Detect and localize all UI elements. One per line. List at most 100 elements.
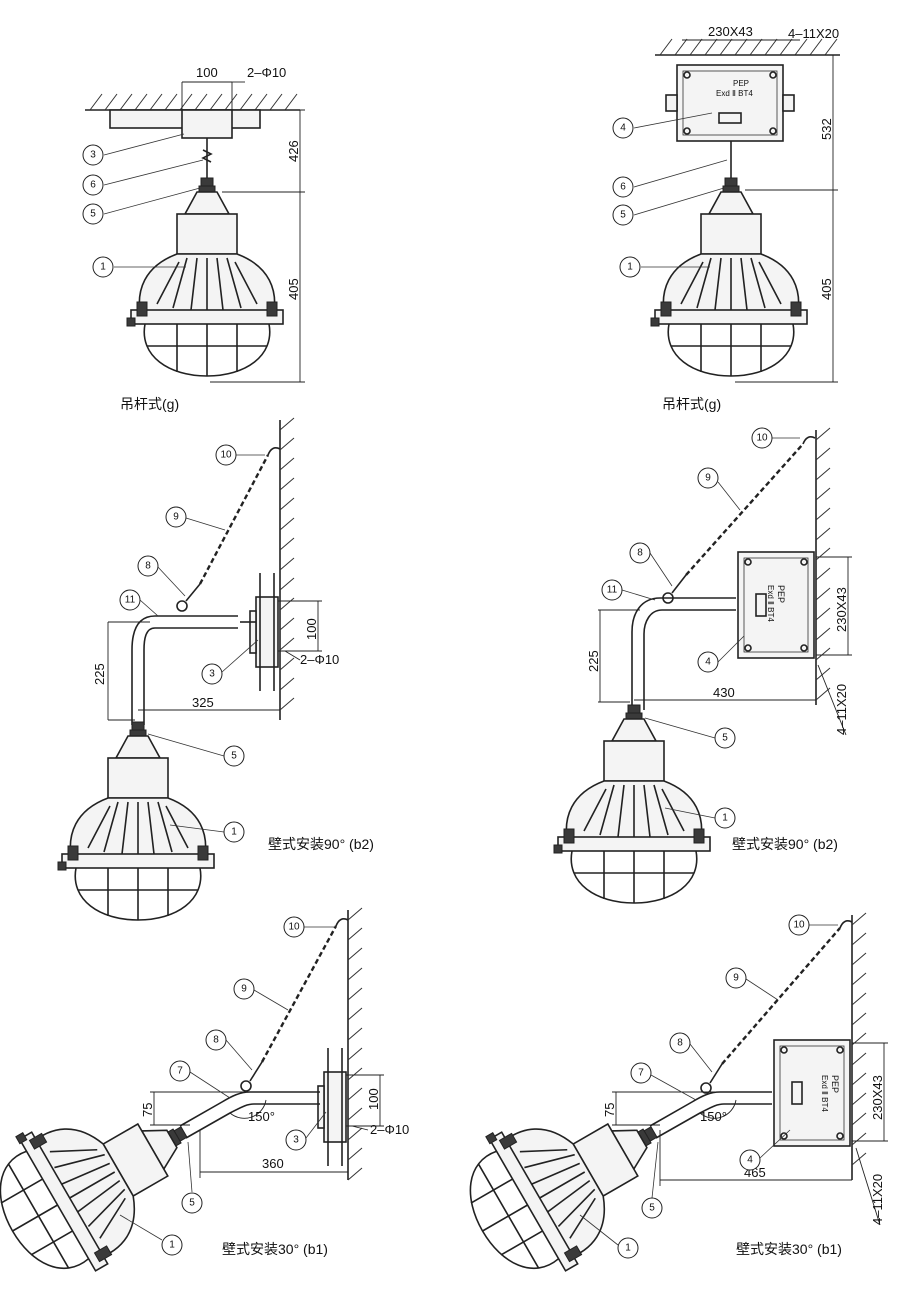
mounting-plate xyxy=(181,109,233,139)
svg-text:5: 5 xyxy=(189,1198,195,1209)
dim-225: 225 xyxy=(586,609,640,703)
svg-text:9: 9 xyxy=(733,973,739,984)
svg-text:5: 5 xyxy=(90,209,96,220)
wall-plate xyxy=(249,572,279,692)
figure-wall-90-right: PEP Exd Ⅱ BT4 225 430 230X43 4–11X20 10 xyxy=(553,427,852,904)
callout-8: 8 xyxy=(669,1032,713,1073)
dim-532: 532 xyxy=(745,54,838,191)
svg-text:1: 1 xyxy=(722,813,728,824)
svg-text:430: 430 xyxy=(713,685,735,700)
dim-426: 426 xyxy=(222,109,305,193)
svg-text:426: 426 xyxy=(286,140,301,162)
svg-text:100: 100 xyxy=(366,1088,381,1110)
svg-text:405: 405 xyxy=(286,278,301,300)
dim-325: 325 xyxy=(138,695,280,711)
svg-text:8: 8 xyxy=(213,1035,219,1046)
callout-1: 1 xyxy=(119,1214,183,1256)
callout-1: 1 xyxy=(619,256,710,278)
dim-holes: 2–Φ10 xyxy=(232,65,286,83)
figure-wall-90-left: 225 325 100 2–Φ10 10 9 8 11 3 5 1 壁式安装90… xyxy=(57,417,374,921)
svg-text:3: 3 xyxy=(209,669,215,680)
svg-text:1: 1 xyxy=(100,262,106,273)
dim-75: 75 xyxy=(140,1091,250,1126)
callout-6: 6 xyxy=(82,159,204,196)
callout-1: 1 xyxy=(664,807,736,829)
dim-holes: 4–11X20 xyxy=(855,1147,885,1226)
svg-text:225: 225 xyxy=(586,650,601,672)
svg-text:11: 11 xyxy=(607,585,618,596)
box-marking: PEP Exd Ⅱ BT4 xyxy=(820,1075,840,1112)
svg-text:1: 1 xyxy=(627,262,633,273)
angle-arc: 150° xyxy=(699,1099,737,1124)
box-marking: PEP Exd Ⅱ BT4 xyxy=(766,585,786,622)
caption: 吊杆式(g) xyxy=(120,396,179,412)
dim-360: 360 xyxy=(199,1130,348,1178)
svg-text:230X43: 230X43 xyxy=(834,587,849,632)
svg-text:PEP: PEP xyxy=(776,585,786,603)
svg-text:10: 10 xyxy=(793,920,805,931)
svg-text:8: 8 xyxy=(145,561,151,572)
svg-text:8: 8 xyxy=(677,1038,683,1049)
dim-box: 230X43 xyxy=(816,556,852,656)
svg-text:150°: 150° xyxy=(700,1109,727,1124)
svg-text:10: 10 xyxy=(288,922,300,933)
ceiling-hatch xyxy=(85,93,300,111)
lamp-body xyxy=(553,704,711,904)
svg-text:100: 100 xyxy=(196,65,218,80)
dim-405: 405 xyxy=(735,190,838,383)
callout-3: 3 xyxy=(201,639,259,685)
lamp-body xyxy=(0,1061,223,1291)
callout-3: 3 xyxy=(82,133,185,166)
dim-holes: 4–11X20 xyxy=(782,26,839,41)
svg-text:2–Φ10: 2–Φ10 xyxy=(370,1122,409,1137)
svg-text:100: 100 xyxy=(304,618,319,640)
callout-10: 10 xyxy=(751,427,800,449)
callout-5: 5 xyxy=(147,733,245,767)
svg-text:8: 8 xyxy=(637,548,643,559)
dim-box: 230X43 xyxy=(682,24,782,41)
callout-10: 10 xyxy=(215,444,265,466)
callout-8: 8 xyxy=(205,1029,253,1071)
wall-hatch xyxy=(279,417,295,720)
callout-1: 1 xyxy=(579,1214,639,1259)
dim-405: 405 xyxy=(210,192,305,383)
svg-text:3: 3 xyxy=(293,1135,299,1146)
svg-text:9: 9 xyxy=(705,473,711,484)
callout-11: 11 xyxy=(119,589,159,617)
svg-text:1: 1 xyxy=(169,1240,175,1251)
lamp-body xyxy=(650,177,808,377)
wall-hatch xyxy=(347,907,363,1181)
caption: 壁式安装30° (b1) xyxy=(736,1241,842,1257)
figure-wall-30-right: PEP Exd Ⅱ BT4 150° 75 465 230X43 xyxy=(441,912,888,1291)
figure-pendant-right: PEP Exd Ⅱ BT4 230X43 4–11X20 532 405 4 6… xyxy=(612,24,840,412)
lamp-body xyxy=(126,177,284,377)
svg-text:360: 360 xyxy=(262,1156,284,1171)
callout-4: 4 xyxy=(739,1129,791,1171)
svg-text:2–Φ10: 2–Φ10 xyxy=(247,65,286,80)
svg-text:1: 1 xyxy=(625,1243,631,1254)
svg-text:5: 5 xyxy=(722,733,728,744)
svg-text:1: 1 xyxy=(231,827,237,838)
callout-5: 5 xyxy=(82,187,201,225)
dim-465: 465 xyxy=(659,1130,852,1186)
svg-text:4: 4 xyxy=(705,657,711,668)
figure-wall-30-left: 150° 75 360 100 2–Φ10 10 9 8 7 3 5 1 壁式安… xyxy=(0,907,409,1291)
callout-8: 8 xyxy=(137,555,186,597)
junction-box xyxy=(737,551,815,659)
callout-5: 5 xyxy=(612,187,725,226)
svg-text:9: 9 xyxy=(241,984,247,995)
svg-text:PEP: PEP xyxy=(733,79,749,88)
wall-hatch xyxy=(815,427,831,705)
callout-7: 7 xyxy=(169,1060,231,1099)
callout-10: 10 xyxy=(788,914,838,936)
box-marking: PEP Exd Ⅱ BT4 xyxy=(716,79,753,98)
svg-text:230X43: 230X43 xyxy=(708,24,753,39)
svg-text:11: 11 xyxy=(125,595,136,606)
svg-text:4–11X20: 4–11X20 xyxy=(788,26,839,41)
svg-text:225: 225 xyxy=(92,663,107,685)
svg-text:Exd Ⅱ BT4: Exd Ⅱ BT4 xyxy=(716,89,753,98)
svg-text:5: 5 xyxy=(649,1203,655,1214)
callout-5: 5 xyxy=(181,1141,203,1214)
junction-box xyxy=(676,64,784,142)
callout-8: 8 xyxy=(629,542,673,587)
